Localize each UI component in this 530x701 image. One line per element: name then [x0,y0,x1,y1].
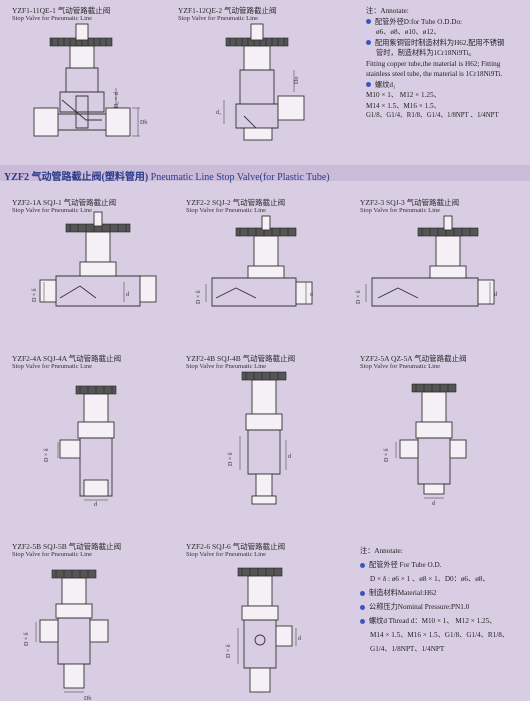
drawing-yzf2-5b: D × δ Db [24,569,109,701]
row4-item2-sub: Stop Valve for Pneumatic Line [186,551,267,558]
svg-text:D × δ: D × δ [32,288,38,302]
svg-text:d: d [94,502,97,508]
row2-item2-sub: Stop Valve for Pneumatic Line [186,207,267,214]
row3-item2-model: YZF2-4B SQJ-4B 气动管路截止阀 [186,354,296,363]
note2-line: M14 × 1.5、M16 × 1.5、G1/8、G1/4、R1/8、 [370,631,510,639]
note-line: ø6、ø8、ø10、ø12、 [376,28,441,36]
item2-model: YZF1-12QE-2 气动管路截止阀 [178,6,277,15]
bottom-annotation: 注：Annotate: 配管外径 For Tube O.D. D × δ : ø… [360,544,509,656]
note2-line: 制造材料Material:H62 [369,589,437,597]
note-title: 注：Annotate: [366,7,409,15]
svg-text:D × δ: D × δ [24,632,30,646]
svg-text:D × δ: D × δ [196,290,202,304]
section-band [0,165,530,181]
drawing-yzf1-11qe-1: Db D₀ = d [33,23,147,137]
note2-line: 螺纹d Thread d：M10 × 1、 M12 × 1.25、 [369,617,497,625]
note2-line: 配管外径 For Tube O.D. [369,561,442,569]
item1-sub: Stop Valve for Pneumatic Line [12,15,93,22]
note2-line: 公称压力Nominal Pressure:PN1.0 [369,603,470,611]
svg-text:d: d [288,454,291,460]
drawing-yzf2-3: d D × δ [356,215,497,307]
note-line: 配用紫铜管时制造材料为H62,配用不锈钢 [375,38,505,47]
row4-item2-model: YZF2-6 SQJ-6 气动管路截止阀 [186,542,286,551]
note-line: 配管外径D:for Tube O.D.Do: [375,17,463,26]
row3-item1-sub: Stop Valve for Pneumatic Line [12,363,93,370]
row4-item1-model: YZF2-5B SQJ-5B 气动管路截止阀 [12,542,122,551]
note2-title: 注：Annotate: [360,547,403,555]
drawing-yzf1-12qe-2: Do d₁ [216,23,305,141]
row2-item2-model: YZF2-2 SQJ-2 气动管路截止阀 [186,198,286,207]
bullet-icon [366,82,371,88]
bullet-icon [366,19,371,25]
svg-text:D × δ: D × δ [356,290,362,304]
row2-item1-model: YZF2-1A SQJ-1 气动管路截止阀 [12,198,117,207]
drawing-yzf2-6: D × δ d [226,567,301,693]
drawing-yzf2-4a: D × δ d [44,385,117,508]
bullet-icon [360,618,365,624]
note-line: 螺纹d₁ [375,80,396,89]
row2-item3-model: YZF2-3 SQJ-3 气动管路截止阀 [360,198,460,207]
svg-text:d: d [494,292,497,298]
note-line: M14 × 1.5、M16 × 1.5、 [366,101,441,110]
item2-sub: Stop Valve for Pneumatic Line [178,15,259,22]
svg-text:Db: Db [140,120,147,126]
top-annotation: 注：Annotate: 配管外径D:for Tube O.D.Do: ø6、ø8… [366,6,504,122]
svg-text:d: d [432,501,435,507]
row3-item1-model: YZF2-4A SQJ-4A 气动管路截止阀 [12,354,122,363]
row2-item3-sub: Stop Valve for Pneumatic Line [360,207,441,214]
svg-text:d: d [298,636,301,642]
drawing-yzf2-1a: D × δ d [32,211,157,307]
row4-item1-sub: Stop Valve for Pneumatic Line [12,551,93,558]
drawing-yzf2-2: d D × δ [196,215,313,307]
bullet-icon [366,40,371,46]
svg-text:D × δ: D × δ [228,452,234,466]
note-line: 管时，制造材料为1Cr18Ni9Ti。 [376,49,476,57]
note2-line: G1/4、1/8NPT、1/4NPT [370,645,445,653]
row3-item3-sub: Stop Valve for Pneumatic Line [360,363,441,370]
row3-item2-sub: Stop Valve for Pneumatic Line [186,363,267,370]
drawing-yzf2-5a: D × δ d [384,383,467,507]
note-line: Fitting copper tube,the material is H62;… [366,59,501,68]
row2-item1-sub: Stop Valve for Pneumatic Line [12,207,93,214]
bullet-icon [360,562,365,568]
svg-text:D × δ: D × δ [384,448,390,462]
svg-text:d₁: d₁ [216,110,221,116]
bullet-icon [360,590,365,596]
bullet-icon [360,604,365,610]
note-line: stainless steel tube, the material is 1C… [366,70,503,78]
svg-text:d: d [126,292,129,298]
svg-text:D₀ = d: D₀ = d [114,92,120,108]
section-title: YZF2 气动管路截止阀(塑料管用) Pneumatic Line Stop V… [4,168,330,183]
section-title-en: Pneumatic Line Stop Valve(for Plastic Tu… [150,172,330,183]
row3-item3-model: YZF2-5A QZ-5A 气动管路截止阀 [360,354,467,363]
section-title-cn: YZF2 气动管路截止阀(塑料管用) [4,172,149,183]
svg-text:D × δ: D × δ [44,448,50,462]
svg-text:Db: Db [84,696,91,701]
drawing-yzf2-4b: D × δ d [228,371,291,505]
note2-line: D × δ : ø6 × 1 、ø8 × 1、D0：ø6、ø8、 [370,575,490,583]
svg-text:Do: Do [294,77,300,84]
item1-model: YZF1-11QE-1 气动管路截止阀 [12,6,111,15]
svg-text:D × δ: D × δ [226,644,232,658]
svg-text:d: d [310,292,313,298]
note-line: M10 × 1、 M12 × 1.25、 [366,91,441,99]
note-line: G1/8、G1/4、R1/8、G1/4、1/8NPT 、1/4NPT [366,112,499,119]
